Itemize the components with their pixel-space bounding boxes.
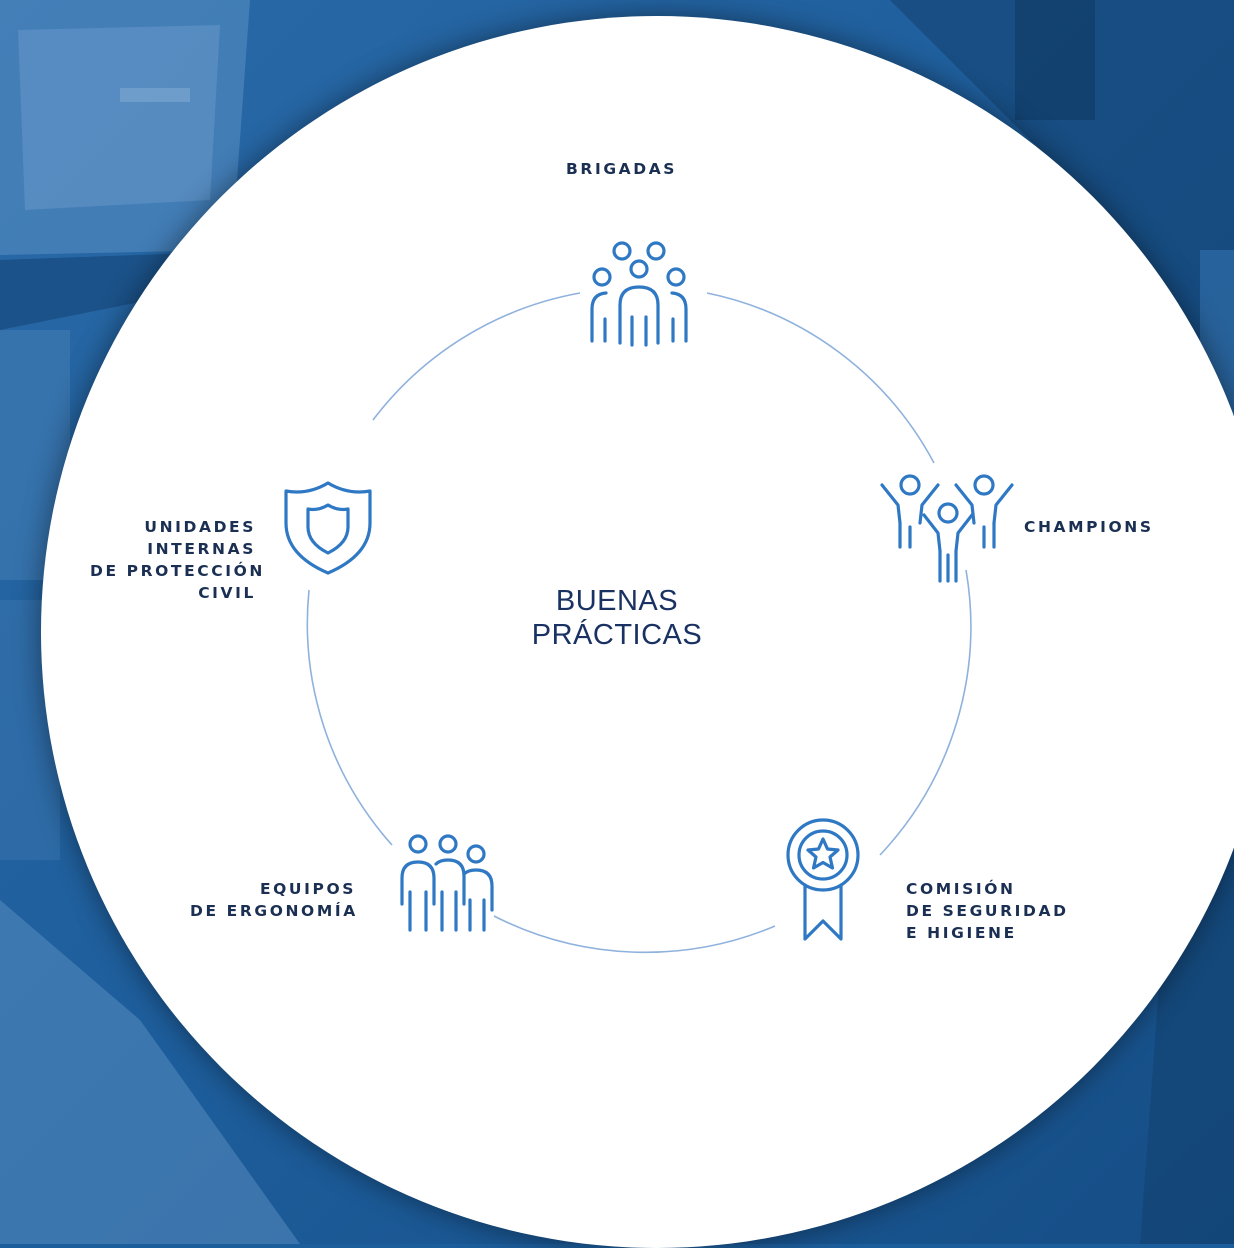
unidades-line-2: INTERNAS <box>147 540 256 558</box>
unidades-label: UNIDADES INTERNAS DE PROTECCIÓN CIVIL <box>90 516 265 604</box>
ergonomia-line-1: EQUIPOS <box>259 880 356 898</box>
comision-line-2: DE SEGURIDAD <box>906 902 1069 920</box>
center-title: BUENAS PRÁCTICAS <box>497 584 737 652</box>
comision-label: COMISIÓN DE SEGURIDAD E HIGIENE <box>906 878 1069 944</box>
group-people-icon <box>586 237 700 347</box>
team-people-icon <box>398 832 498 932</box>
champions-label: CHAMPIONS <box>1024 518 1154 536</box>
ergonomia-line-2: DE ERGONOMÍA <box>190 902 358 920</box>
comision-line-1: COMISIÓN <box>906 880 1016 898</box>
comision-line-3: E HIGIENE <box>906 924 1017 942</box>
ergonomia-label: EQUIPOS DE ERGONOMÍA <box>190 878 356 922</box>
celebrating-people-icon <box>878 471 1018 585</box>
center-title-line-1: BUENAS <box>555 585 679 617</box>
unidades-line-4: CIVIL <box>198 584 256 602</box>
award-medal-icon <box>785 815 865 945</box>
brigadas-label: BRIGADAS <box>566 160 678 178</box>
unidades-line-3: DE PROTECCIÓN <box>90 562 265 580</box>
shield-icon <box>282 479 374 577</box>
content-disc <box>41 16 1234 1248</box>
unidades-line-1: UNIDADES <box>144 518 256 536</box>
center-title-line-2: PRÁCTICAS <box>531 619 703 651</box>
